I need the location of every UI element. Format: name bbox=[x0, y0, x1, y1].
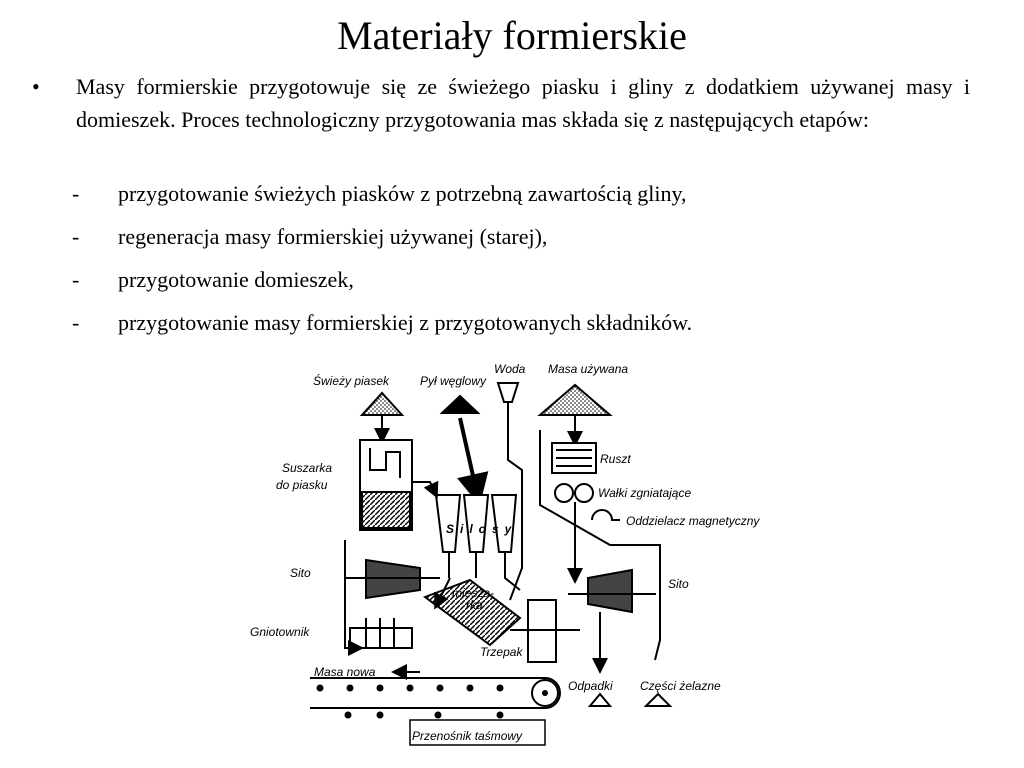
silo-feed-1 bbox=[412, 480, 439, 499]
silo-2 bbox=[462, 494, 490, 553]
dash-marker: - bbox=[72, 181, 80, 206]
muller-wheels bbox=[365, 618, 395, 648]
label-suszarka-line-2: do piasku bbox=[276, 478, 328, 492]
label-pyl-weglowy: Pył węglowy bbox=[420, 374, 487, 388]
right-sieve bbox=[587, 568, 633, 614]
label-masa-nowa: Masa nowa bbox=[314, 665, 376, 679]
conveyor-roller bbox=[376, 684, 384, 692]
conveyor-roller bbox=[496, 684, 504, 692]
list-item: - regeneracja masy formierskiej używanej… bbox=[72, 220, 972, 263]
list-item: - przygotowanie domieszek, bbox=[72, 263, 972, 306]
fresh-sand-pile bbox=[359, 391, 405, 416]
sand-dryer-spiral bbox=[369, 448, 401, 478]
water-feed bbox=[507, 402, 523, 601]
label-odpadki: Odpadki bbox=[568, 679, 613, 693]
conveyor-roller bbox=[346, 684, 354, 692]
dryer-to-muller bbox=[344, 540, 364, 656]
water-funnel bbox=[496, 382, 520, 403]
label-masa-uzywana: Masa używana bbox=[548, 362, 628, 376]
step-text: przygotowanie masy formierskiej z przygo… bbox=[118, 310, 693, 335]
conveyor-roller bbox=[344, 711, 352, 719]
return-loop bbox=[539, 430, 661, 661]
label-mieszarka-line-1: miesza- bbox=[452, 586, 494, 600]
conveyor-roller bbox=[436, 684, 444, 692]
conveyor-roller bbox=[496, 711, 504, 719]
crushing-roller-1 bbox=[554, 483, 574, 503]
molding-sand-process-diagram: Świeży piasek Pył węglowy Woda Masa używ… bbox=[250, 362, 760, 746]
silo-1 bbox=[434, 494, 462, 553]
used-mass-pile bbox=[537, 383, 613, 416]
label-gniotownik: Gniotownik bbox=[250, 625, 310, 639]
list-item: - przygotowanie masy formierskiej z przy… bbox=[72, 306, 972, 349]
list-item: - przygotowanie świeżych piasków z potrz… bbox=[72, 177, 972, 220]
conveyor-belt bbox=[310, 677, 561, 709]
step-text: regeneracja masy formierskiej używanej (… bbox=[118, 224, 548, 249]
label-sito-left: Sito bbox=[290, 566, 311, 580]
silo-3 bbox=[490, 494, 518, 553]
label-silosy: Silosy bbox=[446, 522, 517, 536]
coal-dust-pile bbox=[439, 394, 481, 414]
waste-pile bbox=[587, 692, 613, 707]
silo-outlets bbox=[448, 552, 521, 591]
conveyor-drum-axle bbox=[542, 690, 548, 696]
label-trzepak: Trzepak bbox=[480, 645, 523, 659]
conveyor-roller bbox=[406, 684, 414, 692]
label-suszarka-line-1: Suszarka bbox=[282, 461, 332, 475]
label-sito-right: Sito bbox=[668, 577, 689, 591]
label-ruszt: Ruszt bbox=[600, 452, 631, 466]
label-oddzielacz-magnetyczny: Oddzielacz magnetyczny bbox=[626, 514, 760, 528]
slide-title: Materiały formierskie bbox=[337, 13, 687, 58]
conveyor-roller bbox=[376, 711, 384, 719]
conveyor-roller bbox=[466, 684, 474, 692]
intro-bullet: • Masy formierskie przygotowuje się ze ś… bbox=[30, 70, 970, 136]
conveyor-roller bbox=[434, 711, 442, 719]
dash-marker: - bbox=[72, 224, 80, 249]
bullet-marker: • bbox=[32, 74, 40, 99]
dash-marker: - bbox=[72, 310, 80, 335]
conveyor-frame bbox=[409, 719, 546, 746]
dash-marker: - bbox=[72, 267, 80, 292]
sand-dryer-base bbox=[361, 491, 411, 529]
label-walki-zgniatajace: Wałki zgniatające bbox=[598, 486, 691, 500]
mixer bbox=[422, 578, 522, 647]
magnetic-separator bbox=[591, 509, 620, 521]
process-steps-list: - przygotowanie świeżych piasków z potrz… bbox=[72, 177, 972, 349]
crushing-roller-2 bbox=[574, 483, 594, 503]
step-text: przygotowanie domieszek, bbox=[118, 267, 354, 292]
grate-lines bbox=[556, 449, 592, 467]
mixer-inlet bbox=[434, 577, 451, 610]
step-text: przygotowanie świeżych piasków z potrzeb… bbox=[118, 181, 687, 206]
label-swiezy-piasek: Świeży piasek bbox=[313, 373, 390, 388]
iron-pile bbox=[643, 692, 673, 707]
coal-dust-feed bbox=[457, 417, 489, 506]
label-mieszarka-line-2: rka bbox=[466, 598, 483, 612]
conveyor-roller bbox=[316, 684, 324, 692]
intro-text: Masy formierskie przygotowuje się ze świ… bbox=[76, 74, 970, 132]
label-przenosnik-tasmowy: Przenośnik taśmowy bbox=[412, 729, 523, 743]
label-woda: Woda bbox=[494, 362, 526, 376]
label-czesci-zelazne: Części żelazne bbox=[640, 679, 721, 693]
